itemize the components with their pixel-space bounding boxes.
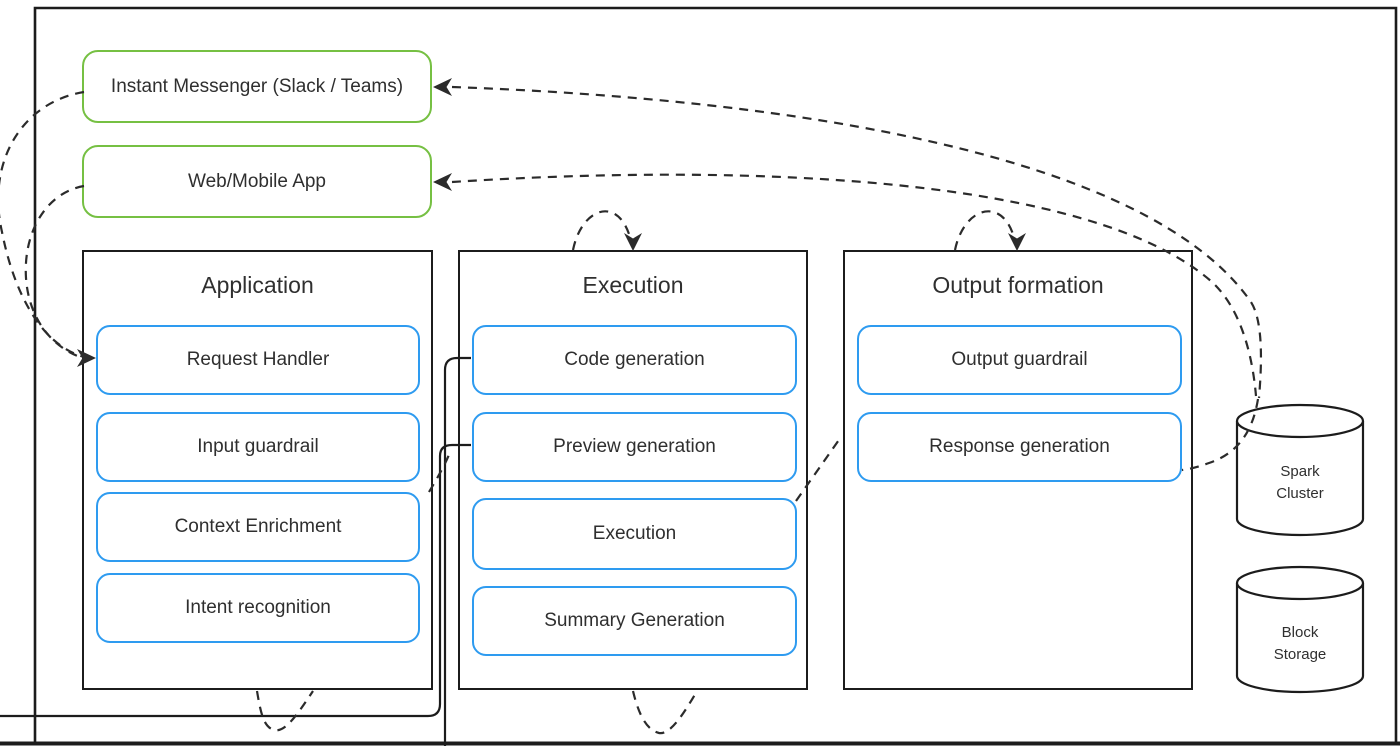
block-storage-label-line2: Storage [1273, 645, 1327, 663]
arrowhead-execution-top [624, 233, 642, 251]
block-storage-label-line1: Block [1281, 624, 1319, 641]
self-loop-execution-top [571, 210, 633, 251]
arrowhead-into-messenger [433, 78, 452, 96]
loop-webapp-to-request-handler [24, 184, 85, 360]
node-web-mobile-app: Web/Mobile App [82, 145, 432, 218]
node-preview-generation: Preview generation [472, 412, 797, 482]
spark-cluster-cylinder-top [1235, 403, 1365, 439]
return-path-tail-from-response [1181, 398, 1260, 472]
node-summary-generation: Summary Generation [472, 586, 797, 656]
self-loop-output-top [953, 210, 1017, 251]
container-application: Application Request Handler Input guardr… [82, 250, 433, 690]
node-input-guardrail: Input guardrail [96, 412, 420, 482]
arrowhead-into-webapp [433, 173, 452, 191]
block-storage-cylinder-top [1235, 565, 1365, 601]
node-request-handler: Request Handler [96, 325, 420, 395]
loop-messenger-to-request-handler [0, 90, 85, 359]
node-context-enrichment: Context Enrichment [96, 492, 420, 562]
node-web-mobile-app-label: Web/Mobile App [187, 170, 326, 192]
block-storage-label: Block Storage [1240, 622, 1360, 666]
node-response-generation: Response generation [857, 412, 1182, 482]
container-output-formation: Output formation Output guardrail Respon… [843, 250, 1193, 690]
spark-cluster-label-line2: Cluster [1276, 484, 1324, 502]
node-execution-step: Execution [472, 498, 797, 570]
node-code-generation: Code generation [472, 325, 797, 395]
spark-cluster-label: Spark Cluster [1240, 461, 1360, 505]
node-instant-messenger: Instant Messenger (Slack / Teams) [82, 50, 432, 123]
self-loop-application-bottom [255, 690, 314, 732]
node-instant-messenger-label: Instant Messenger (Slack / Teams) [110, 75, 404, 97]
self-loop-execution-bottom [631, 690, 698, 735]
node-intent-recognition: Intent recognition [96, 573, 420, 643]
node-output-guardrail: Output guardrail [857, 325, 1182, 395]
container-output-formation-title: Output formation [932, 272, 1104, 298]
spark-cluster-label-line1: Spark [1280, 463, 1320, 480]
container-execution-title: Execution [582, 272, 684, 298]
container-execution: Execution Code generation Preview genera… [458, 250, 808, 690]
arrowhead-output-top [1008, 233, 1026, 251]
container-application-title: Application [201, 272, 314, 298]
